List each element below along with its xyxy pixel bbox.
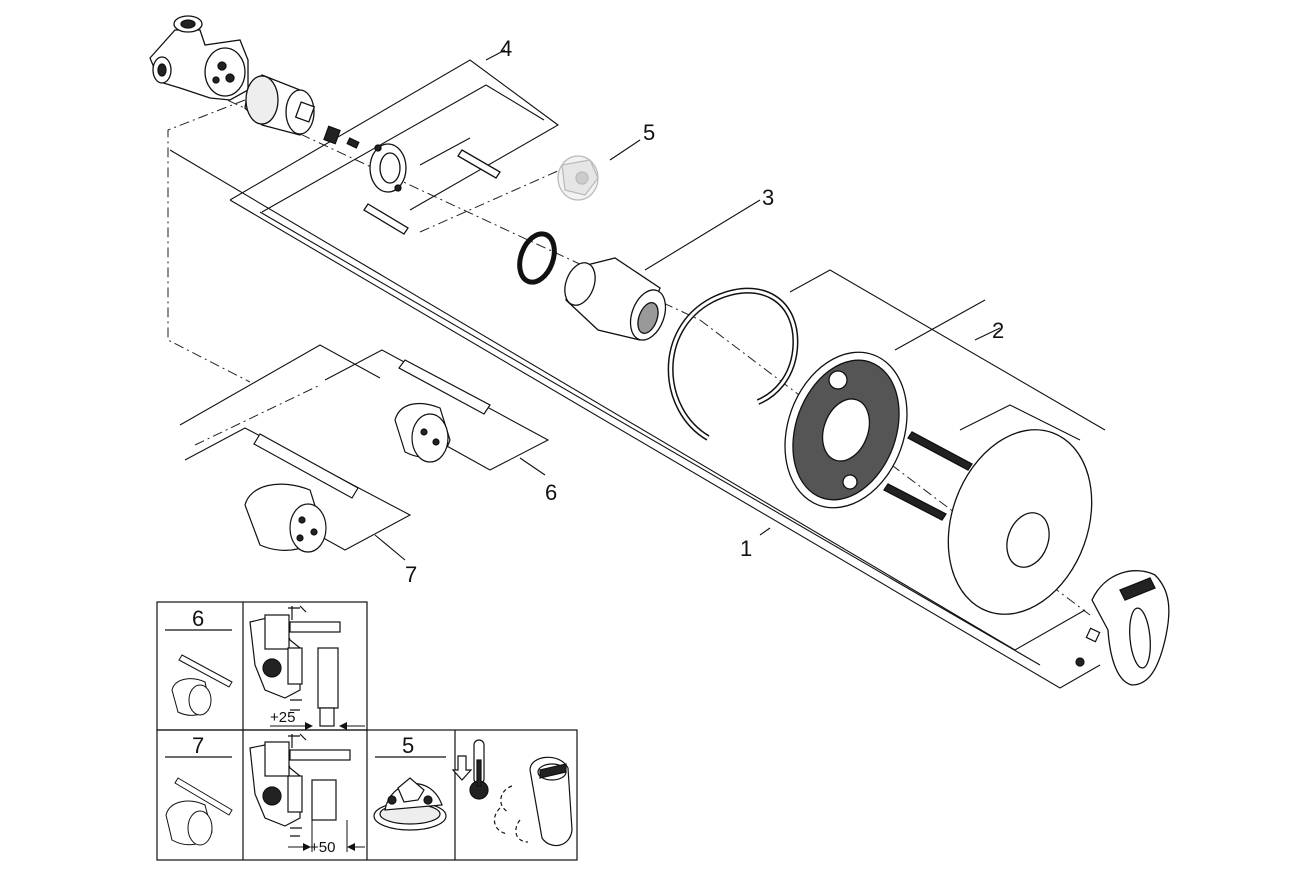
depth-7-dim: +50 [310,839,335,856]
callout-labels: 1 2 3 4 5 6 7 [405,36,1004,587]
arrow-down-icon [451,755,473,781]
mounting-screw-icon [883,431,973,521]
rosette-icon [947,429,1093,615]
snap-ring-icon [667,287,799,441]
limit-stop-detail-icon [373,777,447,831]
extension-table [156,601,578,861]
table-label-6: 6 [192,606,204,631]
thermometer-icon [469,739,489,800]
o-ring-icon [517,231,557,285]
depth-6-dim: +25 [270,709,295,726]
extension-rod-icon [253,359,491,499]
callout-4: 4 [500,36,512,61]
install-depth-6-icon [249,605,341,727]
extension-kit-6-icon [171,654,233,716]
extension-kit-7-icon [165,777,233,846]
handle-rotation-icon [493,756,573,847]
cartridge-icon [244,74,360,149]
sleeve-icon [564,257,667,341]
screw-icon [363,149,501,235]
extension-cartridge-icon [244,402,451,553]
mounting-plate-icon [784,351,908,509]
limit-stop-icon [557,155,599,201]
callout-6: 6 [545,480,557,505]
callout-3: 3 [762,185,774,210]
valve-body-icon [149,15,249,101]
table-label-5: 5 [402,733,414,758]
install-depth-7-icon [249,733,351,837]
callout-5: 5 [643,120,655,145]
callout-2: 2 [992,318,1004,343]
table-label-7: 7 [192,733,204,758]
set-screw-icon [1075,627,1101,667]
flange-ring-icon [369,143,407,193]
leader-lines [169,49,1106,689]
lever-handle-icon [1091,570,1170,686]
callout-7: 7 [405,562,417,587]
callout-1: 1 [740,536,752,561]
